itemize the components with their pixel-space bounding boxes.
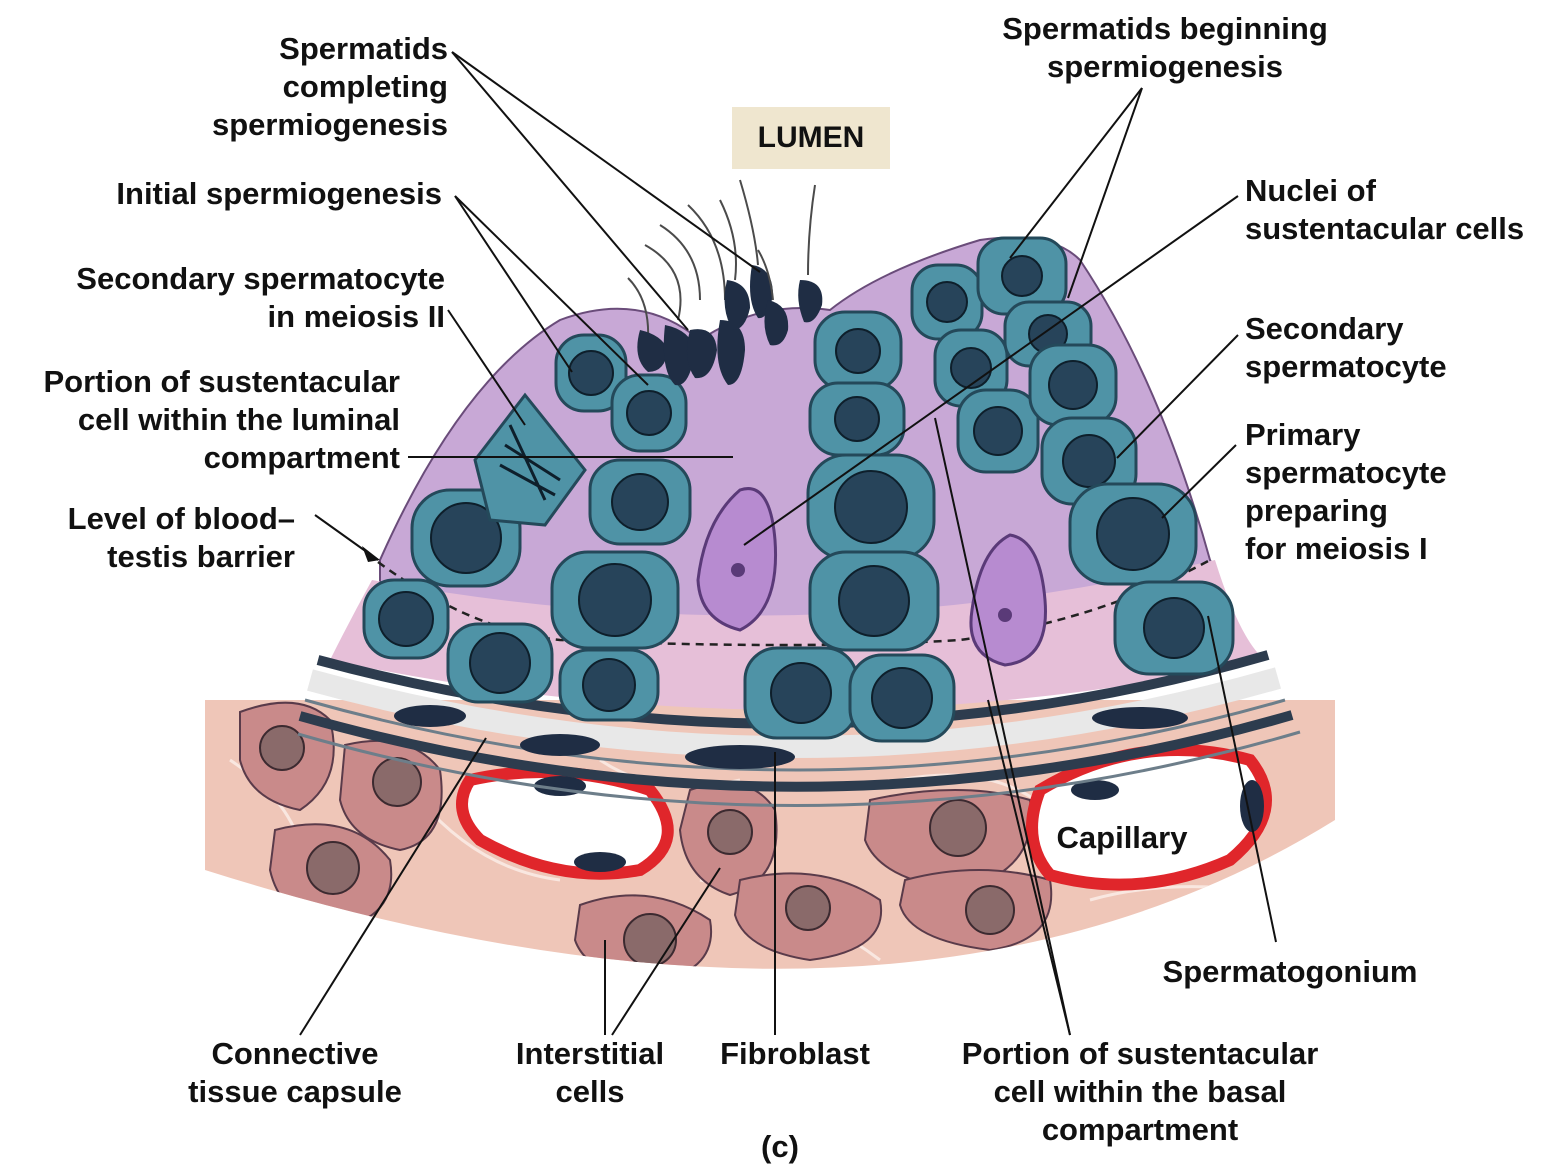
endothelial-nucleus — [574, 852, 626, 872]
label-initial-spermiogenesis: Initial spermiogenesis — [116, 175, 442, 213]
germ-cell — [1070, 484, 1196, 584]
germ-cell — [912, 265, 982, 339]
leader-spermatids-beginning — [1010, 88, 1142, 258]
germ-cell — [560, 650, 658, 720]
germ-cell — [364, 580, 448, 658]
label-sustentacular-basal: Portion of sustentacular cell within the… — [935, 1035, 1345, 1149]
germ-cell — [745, 648, 857, 738]
leader-spermatids-beginning — [1068, 88, 1142, 298]
label-interstitial-cells: Interstitial cells — [495, 1035, 685, 1111]
label-blood-testis-barrier: Level of blood– testis barrier — [68, 500, 295, 576]
spermatid — [798, 185, 822, 322]
germ-cell — [815, 312, 901, 390]
label-sustentacular-luminal: Portion of sustentacular cell within the… — [43, 363, 400, 477]
lumen-label: LUMEN — [758, 121, 865, 155]
germ-cell — [448, 624, 552, 702]
germ-cell — [810, 552, 938, 650]
germ-cell — [810, 383, 904, 455]
label-spermatids-completing: Spermatids completing spermiogenesis — [212, 30, 448, 144]
germ-cell — [850, 655, 954, 741]
label-spermatids-beginning: Spermatids beginning spermiogenesis — [985, 10, 1345, 86]
barrier-arrowhead — [362, 546, 380, 562]
interstitial-cell — [575, 895, 711, 985]
label-primary-spermatocyte: Primary spermatocyte preparing for meios… — [1245, 416, 1447, 568]
label-nuclei-sustentacular: Nuclei of sustentacular cells — [1245, 172, 1524, 248]
label-fibroblast: Fibroblast — [705, 1035, 885, 1073]
capillary-label: Capillary — [1057, 820, 1189, 855]
label-spermatogonium: Spermatogonium — [1150, 953, 1430, 991]
panel-label: (c) — [740, 1128, 820, 1166]
germ-cell — [590, 460, 690, 544]
germ-cell — [808, 455, 934, 559]
label-secondary-meiosis-ii: Secondary spermatocyte in meiosis II — [76, 260, 445, 336]
germ-cell — [552, 552, 678, 648]
lumen-box: LUMEN — [732, 107, 890, 169]
label-connective-capsule: Connective tissue capsule — [160, 1035, 430, 1111]
leader-spermatids-completing — [452, 52, 688, 330]
germ-cell — [1115, 582, 1233, 674]
germ-cell — [612, 375, 686, 451]
germ-cell — [1030, 345, 1116, 425]
spermatid — [720, 200, 750, 330]
label-secondary-spermatocyte: Secondary spermatocyte — [1245, 310, 1447, 386]
germ-cell — [958, 390, 1038, 472]
